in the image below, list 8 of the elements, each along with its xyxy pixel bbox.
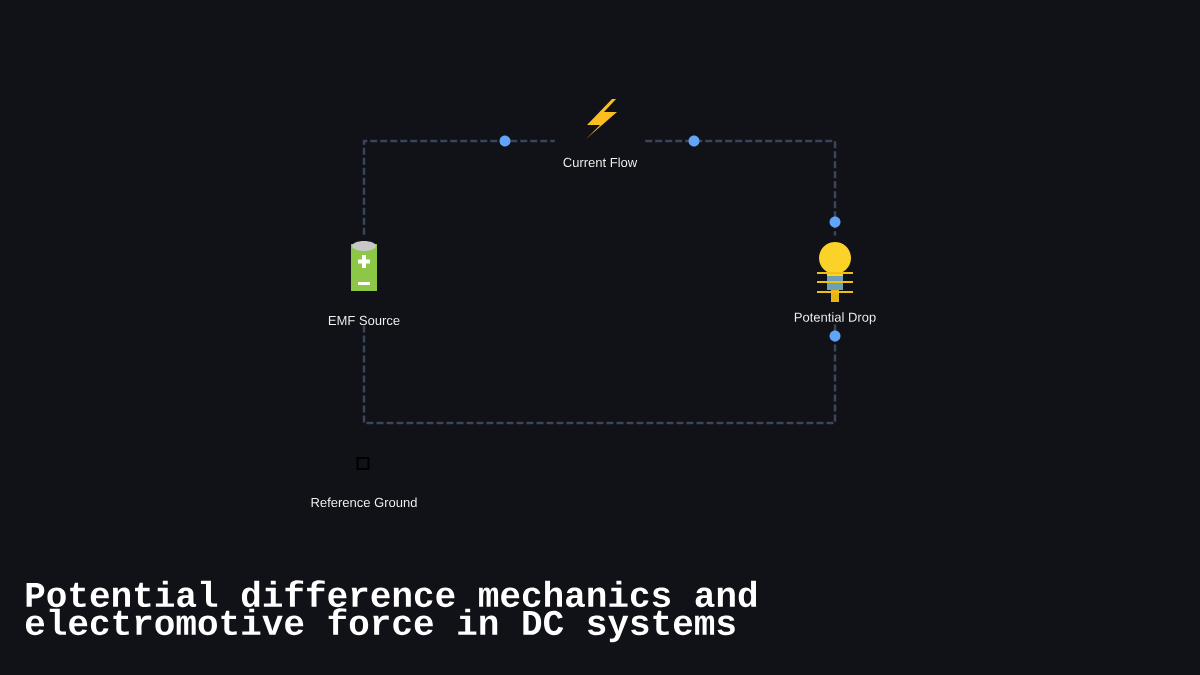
icon-label: Current Flow (563, 157, 638, 168)
circuit-wire (645, 139, 837, 236)
icon-label: Potential Drop (794, 312, 876, 325)
icon-label: Reference Ground (311, 497, 417, 508)
icon-label: EMF Source (328, 315, 400, 326)
circuit-wire (362, 324, 837, 425)
title: Potential difference mechanics and electromotive force in DC systems (25, 580, 757, 643)
circuit-wire (362, 139, 555, 235)
